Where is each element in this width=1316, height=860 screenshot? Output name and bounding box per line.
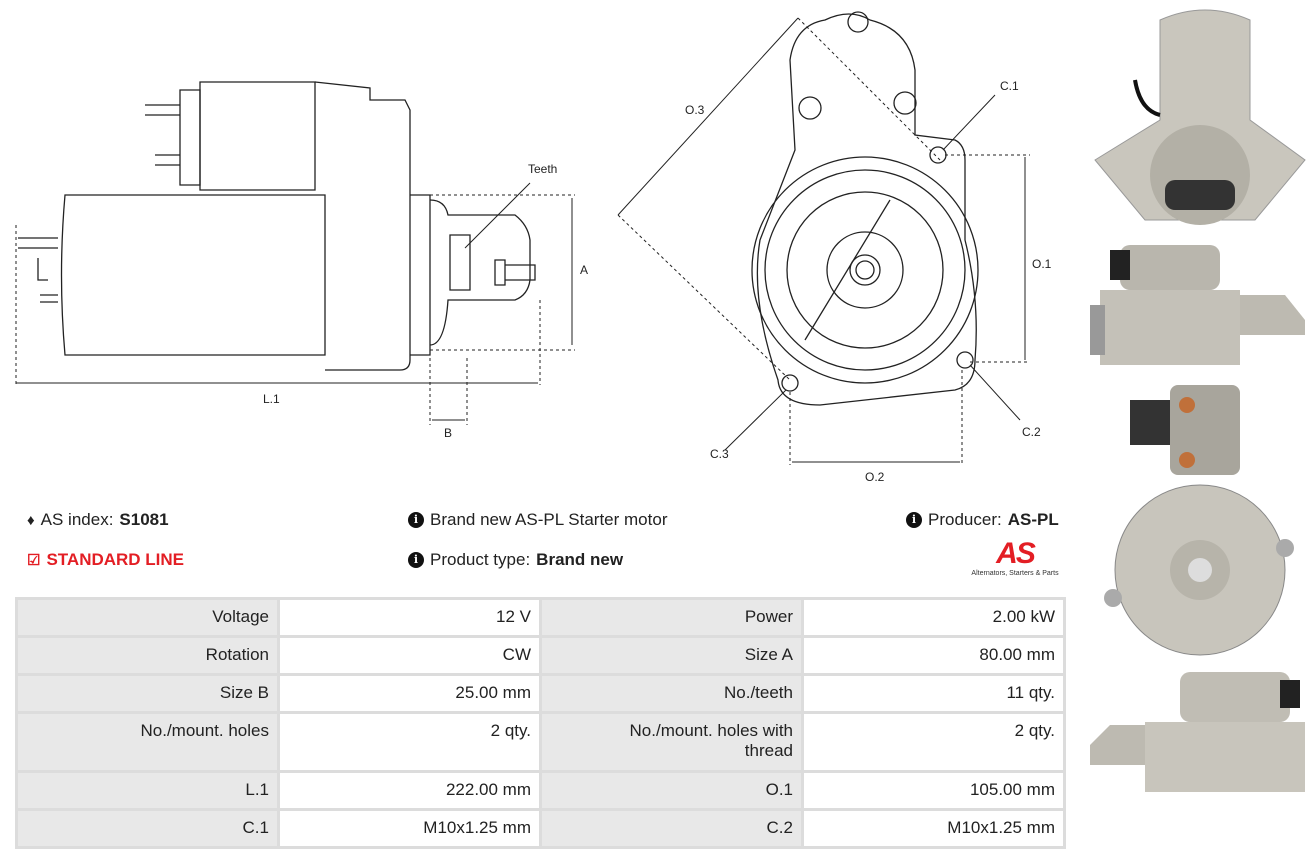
producer-label: Producer: [928, 510, 1002, 529]
product-photos [1090, 9, 1306, 792]
spec-label: C.2 [539, 808, 804, 849]
spec-value: M10x1.25 mm [801, 808, 1066, 849]
spec-value: 11 qty. [801, 673, 1066, 714]
checkbox-icon: ☑ [27, 552, 41, 569]
spec-value: 105.00 mm [801, 770, 1066, 811]
info-icon: i [906, 512, 922, 528]
dim-o3-label: O.3 [685, 103, 705, 117]
dim-o1-label: O.1 [1032, 257, 1052, 271]
dim-o2-label: O.2 [865, 470, 885, 484]
spec-label: No./teeth [539, 673, 804, 714]
product-line-label: STANDARD LINE [46, 550, 185, 569]
spec-label: Voltage [15, 597, 280, 638]
info-icon: i [408, 552, 424, 568]
tags-icon: ♦ [27, 511, 35, 529]
product-type-value: Brand new [536, 550, 624, 569]
dim-c3-label: C.3 [710, 447, 729, 461]
spec-value: 2.00 kW [801, 597, 1066, 638]
front-view-drawing: O.3 C.1 O.1 C.2 C.3 O.2 [617, 11, 1052, 484]
spec-value: 2 qty. [277, 711, 542, 773]
dim-a-label: A [580, 263, 588, 277]
spec-label: Size B [15, 673, 280, 714]
logo-mark: AS [996, 537, 1036, 570]
spec-label: O.1 [539, 770, 804, 811]
as-index: ♦ AS index: S1081 [27, 510, 169, 530]
spec-value: 80.00 mm [801, 635, 1066, 676]
spec-value: M10x1.25 mm [277, 808, 542, 849]
spec-label: No./mount. holes with thread [539, 711, 804, 773]
as-index-value: S1081 [119, 510, 169, 529]
teeth-label: Teeth [528, 162, 557, 176]
producer-value: AS-PL [1007, 510, 1059, 529]
photo-front-view [1104, 385, 1294, 656]
description-text: Brand new AS-PL Starter motor [430, 510, 668, 529]
product-line: ☑ STANDARD LINE [27, 550, 184, 570]
logo-tagline: Alternators, Starters & Parts [971, 570, 1059, 577]
photo-side-view [1090, 245, 1305, 365]
spec-label: L.1 [15, 770, 280, 811]
spec-label: No./mount. holes [15, 711, 280, 773]
photo-rear-view [1094, 9, 1306, 225]
info-icon: i [408, 512, 424, 528]
dim-c1-label: C.1 [1000, 79, 1019, 93]
spec-label: C.1 [15, 808, 280, 849]
as-index-label: AS index: [40, 510, 114, 529]
spec-value: 25.00 mm [277, 673, 542, 714]
spec-label: Rotation [15, 635, 280, 676]
side-view-drawing: A L.1 B Teeth [15, 81, 588, 440]
photo-top-view [1090, 672, 1305, 792]
spec-value: 222.00 mm [277, 770, 542, 811]
spec-value: CW [277, 635, 542, 676]
spec-label: Power [539, 597, 804, 638]
description: i Brand new AS-PL Starter motor [408, 510, 667, 530]
producer: i Producer: AS-PL [906, 510, 1059, 530]
product-type-label: Product type: [430, 550, 531, 569]
dim-b-label: B [444, 426, 452, 440]
spec-label: Size A [539, 635, 804, 676]
as-pl-logo: AS Alternators, Starters & Parts [960, 537, 1070, 578]
spec-value: 12 V [277, 597, 542, 638]
dim-c2-label: C.2 [1022, 425, 1041, 439]
product-type: i Product type: Brand new [408, 550, 623, 570]
dim-l1-label: L.1 [263, 392, 280, 406]
spec-value: 2 qty. [801, 711, 1066, 773]
